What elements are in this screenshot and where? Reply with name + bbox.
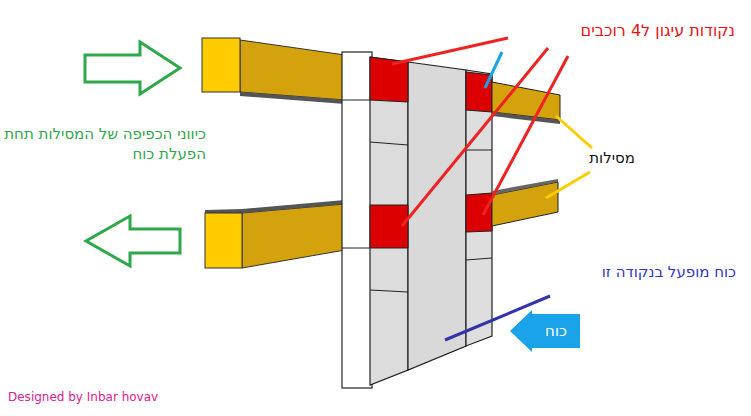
- force-note: כוח מופעל בנקודה זו: [560, 262, 736, 282]
- bend-note: כיווני הכפיפה של המסילות תחת הפעלת כוח: [0, 124, 206, 165]
- arrow-label: כוח: [545, 322, 567, 340]
- anchor-block: [370, 205, 408, 248]
- white-post: [342, 52, 372, 388]
- plate-strip: [370, 57, 408, 385]
- anchor-block: [466, 193, 492, 232]
- anchor-block: [370, 57, 408, 102]
- rail-end: [202, 38, 240, 92]
- rail-end: [205, 213, 242, 268]
- rail-shadow: [240, 92, 345, 104]
- rail-side: [240, 40, 345, 100]
- credit-watermark: Designed by Inbar hovav: [8, 389, 248, 405]
- leader-line: [392, 38, 508, 64]
- rail-side: [242, 204, 345, 268]
- arrow-fill: [510, 310, 580, 352]
- bend-arrow-left: [86, 216, 180, 266]
- rail-label: מסילות: [560, 148, 635, 168]
- force-arrow: כוח: [510, 310, 580, 352]
- callout-title: נקודות עיגון ל4 רוכבים: [470, 20, 735, 42]
- rail-top: [205, 200, 345, 213]
- leader-line: [485, 52, 502, 88]
- leader-line: [546, 172, 590, 198]
- arrow-shape: [510, 310, 580, 352]
- leader-line: [556, 116, 592, 148]
- plate: [408, 62, 466, 370]
- rail-side: [492, 182, 558, 226]
- bend-arrow-right: [85, 42, 180, 94]
